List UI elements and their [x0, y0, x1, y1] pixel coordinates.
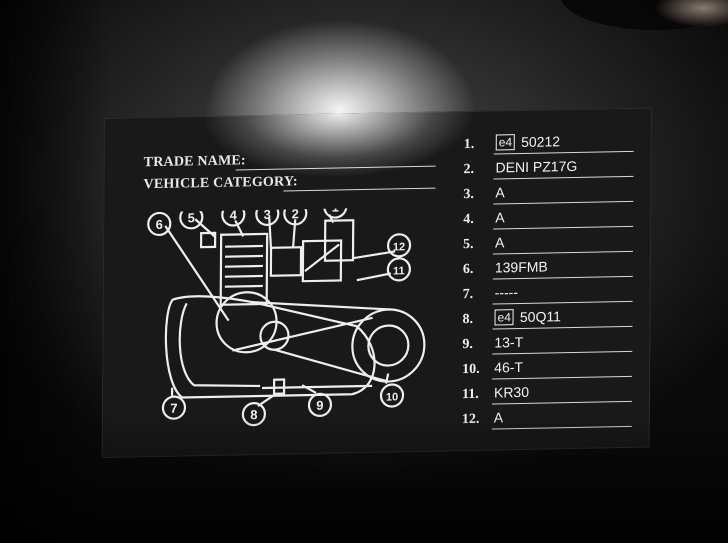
callout-2: 2	[292, 207, 299, 222]
spec-row: 3. A	[463, 180, 634, 208]
vehicle-category-label: VEHICLE CATEGORY:	[143, 174, 298, 193]
spec-underline	[492, 325, 633, 330]
spec-underline	[492, 250, 633, 255]
spec-value: A	[495, 184, 504, 200]
spec-underline	[493, 175, 634, 180]
spec-value: A	[495, 234, 504, 250]
spec-number: 4.	[463, 211, 474, 228]
spec-number: 6.	[462, 261, 474, 278]
spec-underline	[492, 350, 633, 355]
callout-6: 6	[156, 217, 163, 232]
spec-number: 5.	[463, 236, 474, 253]
spec-value-text: A	[495, 209, 505, 226]
spec-value-text: 50212	[521, 133, 561, 150]
spec-number: 1.	[463, 136, 475, 153]
spec-value: KR30	[494, 384, 529, 401]
spec-value-text: -----	[494, 284, 519, 301]
spec-value-text: DENI PZ17G	[495, 157, 578, 176]
spec-row: 6. 139FMB	[463, 255, 633, 283]
callout-4: 4	[230, 207, 238, 222]
spec-number: 11.	[461, 386, 479, 403]
spec-value-text: A	[495, 234, 505, 251]
bottom-shadow	[0, 413, 728, 543]
spec-underline	[492, 300, 633, 305]
spec-value-text: KR30	[493, 383, 530, 401]
spec-row: 5. A	[463, 230, 633, 258]
callout-11: 11	[393, 265, 405, 277]
spec-underline	[492, 275, 633, 280]
spec-number: 8.	[462, 311, 474, 328]
spec-number: 7.	[462, 286, 474, 303]
callout-10: 10	[386, 391, 398, 403]
spec-row: 8. e4 50Q11	[462, 305, 633, 333]
approval-mark: e4	[495, 134, 516, 151]
spec-row: 11. KR30	[462, 380, 632, 408]
spec-underline	[493, 225, 634, 230]
finger-tip	[648, 0, 728, 32]
spec-row: 1. e4 50212	[464, 130, 634, 158]
spec-row: 2. DENI PZ17G	[463, 155, 634, 183]
spec-number: 9.	[462, 336, 473, 353]
spec-value: e4 50212	[495, 133, 561, 151]
vehicle-label-plate: TRADE NAME: VEHICLE CATEGORY:	[101, 107, 652, 459]
spec-value: 46-T	[494, 359, 523, 376]
callout-12: 12	[393, 241, 405, 253]
drive-belt	[164, 295, 376, 399]
callout-1: 1	[332, 207, 339, 215]
callout-9: 9	[316, 398, 323, 413]
engine-drive-diagram: 6 5 4 3 2 1 12 11 7 8 9 10	[147, 206, 426, 427]
spec-underline	[493, 200, 634, 205]
approval-mark: e4	[494, 309, 514, 326]
spec-row: 7. -----	[463, 280, 633, 308]
spec-value-text: 13-T	[494, 333, 524, 351]
spec-value: DENI PZ17G	[496, 158, 578, 176]
spec-value: 13-T	[494, 334, 523, 351]
trade-name-label: TRADE NAME:	[143, 153, 246, 171]
spec-value: -----	[495, 284, 518, 300]
spec-value-text: A	[495, 184, 505, 201]
spec-value: A	[495, 209, 504, 225]
spec-row: 10. 46-T	[462, 355, 633, 383]
spec-value-text: 46-T	[494, 358, 524, 376]
callout-5: 5	[188, 210, 195, 225]
callout-3: 3	[264, 207, 271, 222]
spec-value-text: 139FMB	[494, 258, 548, 276]
spec-value: e4 50Q11	[494, 308, 561, 326]
vehicle-category-line	[283, 187, 436, 192]
trade-name-line	[235, 165, 436, 171]
spec-row: 4. A	[463, 205, 634, 233]
airbox	[269, 246, 303, 277]
spec-number: 10.	[462, 361, 480, 378]
spec-value: 139FMB	[495, 258, 548, 275]
spec-underline	[492, 375, 633, 380]
spec-value-text: 50Q11	[519, 308, 561, 326]
spec-number: 2.	[463, 161, 475, 178]
spec-row: 9. 13-T	[462, 330, 633, 358]
spec-underline	[493, 150, 634, 155]
spec-list: 1. e4 50212 2. DENI PZ17G 3. A 4. A 5. A 6. 139FMB 7.…	[462, 130, 634, 433]
spec-number: 3.	[463, 186, 474, 203]
spec-underline	[491, 400, 632, 405]
